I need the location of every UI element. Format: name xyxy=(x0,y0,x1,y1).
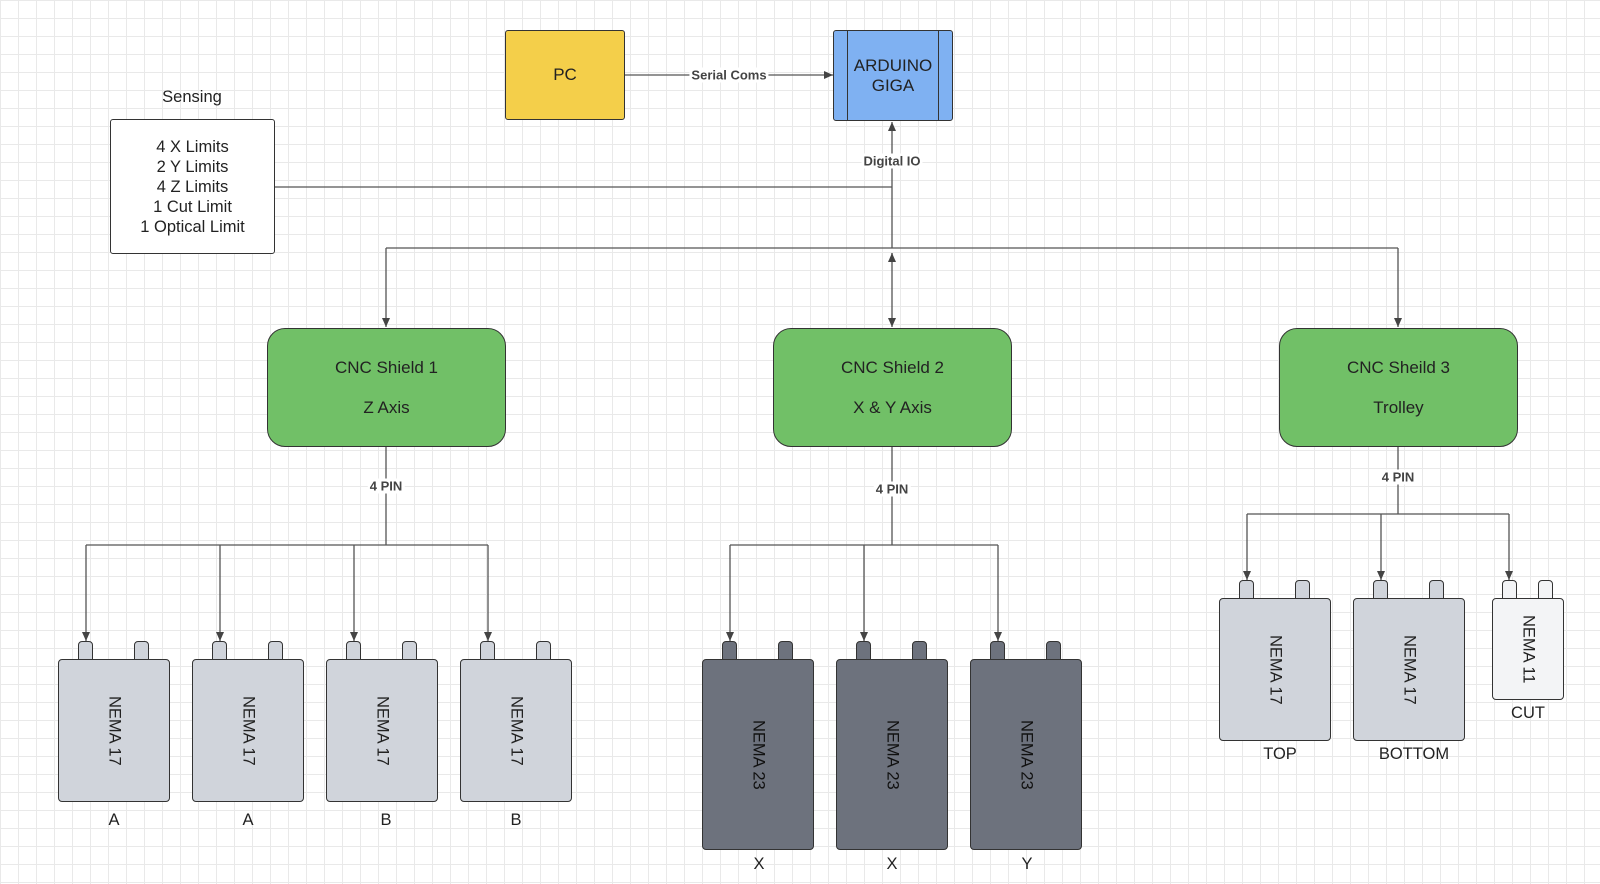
pc-node[interactable]: PC xyxy=(505,30,625,120)
arduino-giga-node[interactable]: ARDUINO GIGA xyxy=(833,30,953,121)
sensing-item: 4 X Limits xyxy=(156,137,229,156)
motor-caption: B xyxy=(380,811,392,829)
motor-model-label: NEMA 23 xyxy=(883,719,902,790)
pin-label-shield-3: 4 PIN xyxy=(1379,469,1417,485)
motor-caption: Y xyxy=(1021,855,1033,873)
pc-label: PC xyxy=(553,65,577,84)
sensing-item: 1 Optical Limit xyxy=(140,217,245,236)
nema17-motor-b2[interactable]: NEMA 17 xyxy=(460,641,572,802)
motor-model-label: NEMA 17 xyxy=(105,695,124,766)
motor-caption: CUT xyxy=(1511,704,1545,722)
cnc-shield-1[interactable]: CNC Shield 1 Z Axis xyxy=(267,328,506,447)
motor-body: NEMA 17 xyxy=(192,659,304,802)
motor-caption: X xyxy=(753,855,765,873)
motor-model-label: NEMA 23 xyxy=(1017,719,1036,790)
nema23-motor-x2[interactable]: NEMA 23 xyxy=(836,641,948,850)
motor-body: NEMA 23 xyxy=(836,659,948,850)
motor-caption: B xyxy=(510,811,522,829)
sensing-item: 4 Z Limits xyxy=(156,177,229,196)
sensing-title: Sensing xyxy=(162,88,222,106)
sensing-item: 1 Cut Limit xyxy=(153,197,232,216)
motor-caption: BOTTOM xyxy=(1378,745,1450,763)
shield-axis: Z Axis xyxy=(363,397,410,417)
pin-label-shield-1: 4 PIN xyxy=(367,478,405,494)
serial-coms-label: Serial Coms xyxy=(689,67,769,83)
shield-axis: X & Y Axis xyxy=(853,397,932,417)
nema23-motor-y[interactable]: NEMA 23 xyxy=(970,641,1082,850)
cnc-shield-2[interactable]: CNC Shield 2 X & Y Axis xyxy=(773,328,1012,447)
motor-model-label: NEMA 17 xyxy=(1266,634,1285,705)
nema17-motor-bottom[interactable]: NEMA 17 xyxy=(1353,580,1465,741)
nema17-motor-top[interactable]: NEMA 17 xyxy=(1219,580,1331,741)
motor-caption: X xyxy=(886,855,898,873)
motor-body: NEMA 17 xyxy=(1353,598,1465,741)
nema11-motor-cut[interactable]: NEMA 11 xyxy=(1492,580,1564,700)
giga-left-bar xyxy=(847,31,848,120)
shield-name: CNC Sheild 3 xyxy=(1347,357,1450,377)
shield-name: CNC Shield 2 xyxy=(841,357,944,377)
motor-model-label: NEMA 23 xyxy=(749,719,768,790)
motor-model-label: NEMA 17 xyxy=(507,695,526,766)
motor-caption: TOP xyxy=(1263,745,1297,763)
shield-axis: Trolley xyxy=(1373,397,1424,417)
motor-model-label: NEMA 17 xyxy=(373,695,392,766)
shield-name: CNC Shield 1 xyxy=(335,357,438,377)
motor-body: NEMA 17 xyxy=(460,659,572,802)
motor-body: NEMA 17 xyxy=(1219,598,1331,741)
nema17-motor-a1[interactable]: NEMA 17 xyxy=(58,641,170,802)
motor-model-label: NEMA 11 xyxy=(1519,614,1538,684)
arduino-label-line2: GIGA xyxy=(871,75,915,95)
nema23-motor-x1[interactable]: NEMA 23 xyxy=(702,641,814,850)
motor-caption: A xyxy=(242,811,254,829)
sensing-box[interactable]: 4 X Limits 2 Y Limits 4 Z Limits 1 Cut L… xyxy=(110,119,275,254)
motor-body: NEMA 17 xyxy=(58,659,170,802)
motor-body: NEMA 23 xyxy=(702,659,814,850)
nema17-motor-a2[interactable]: NEMA 17 xyxy=(192,641,304,802)
nema17-motor-b1[interactable]: NEMA 17 xyxy=(326,641,438,802)
motor-body: NEMA 11 xyxy=(1492,598,1564,700)
motor-model-label: NEMA 17 xyxy=(239,695,258,766)
sensing-item: 2 Y Limits xyxy=(156,157,229,176)
giga-right-bar xyxy=(938,31,939,120)
motor-body: NEMA 17 xyxy=(326,659,438,802)
pin-label-shield-2: 4 PIN xyxy=(873,481,911,497)
motor-body: NEMA 23 xyxy=(970,659,1082,850)
motor-model-label: NEMA 17 xyxy=(1400,634,1419,705)
motor-caption: A xyxy=(108,811,120,829)
cnc-shield-3[interactable]: CNC Sheild 3 Trolley xyxy=(1279,328,1518,447)
digital-io-label: Digital IO xyxy=(861,153,923,169)
arduino-label-line1: ARDUINO xyxy=(853,55,933,75)
